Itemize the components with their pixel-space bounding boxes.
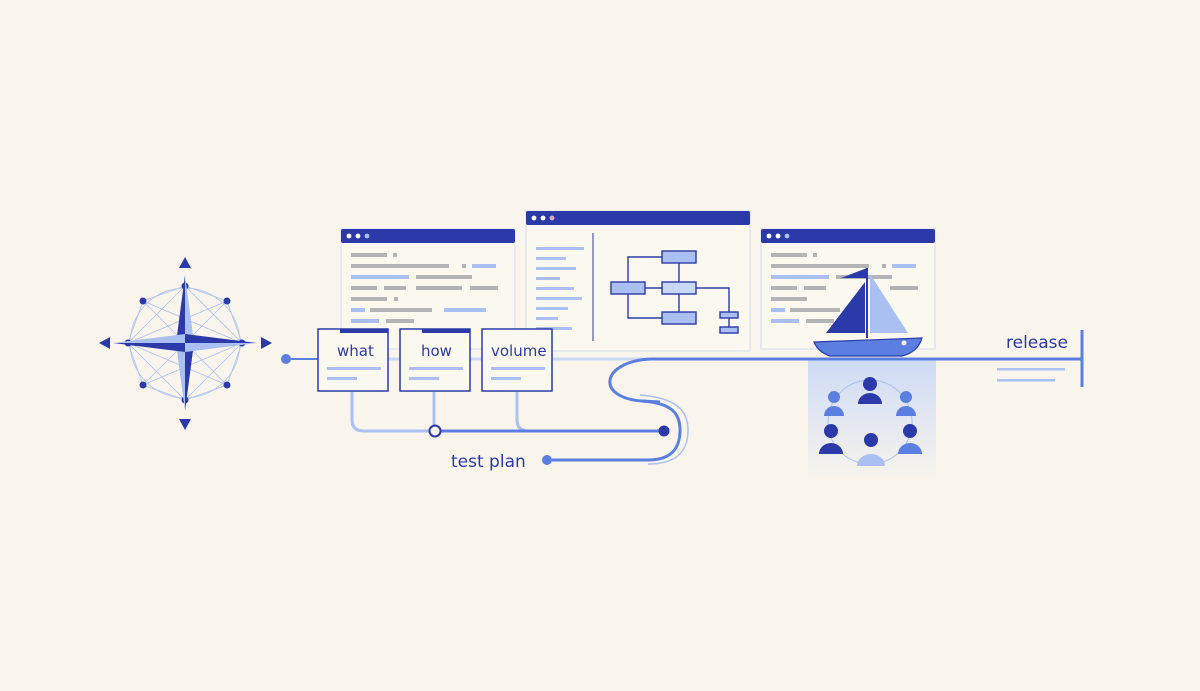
person-icon [858,377,882,404]
sailboat-icon [813,268,923,357]
card-how: how [399,328,471,392]
person-icon [857,433,885,466]
person-icon [824,391,844,416]
branch-node [428,424,442,438]
release-label: release [1006,333,1068,353]
test-plan-dot [542,455,552,465]
test-plan-label: test plan [451,452,526,472]
person-icon [896,391,916,416]
compass-rose-icon [99,257,272,430]
release-detail-lines [997,368,1065,382]
code-lines [351,253,498,323]
flowchart-window [525,210,751,352]
flowchart [610,250,739,334]
card-volume: volume [481,328,553,392]
card-what-label: what [337,342,374,360]
person-icon [898,424,922,454]
card-what: what [317,328,389,392]
card-how-label: how [421,342,452,360]
card-volume-label: volume [491,342,547,360]
person-icon [819,424,843,454]
timeline-start-dot [281,354,291,364]
team-circle-icon [808,360,936,482]
code-lines [536,247,584,330]
branch-end-dot [658,425,670,437]
